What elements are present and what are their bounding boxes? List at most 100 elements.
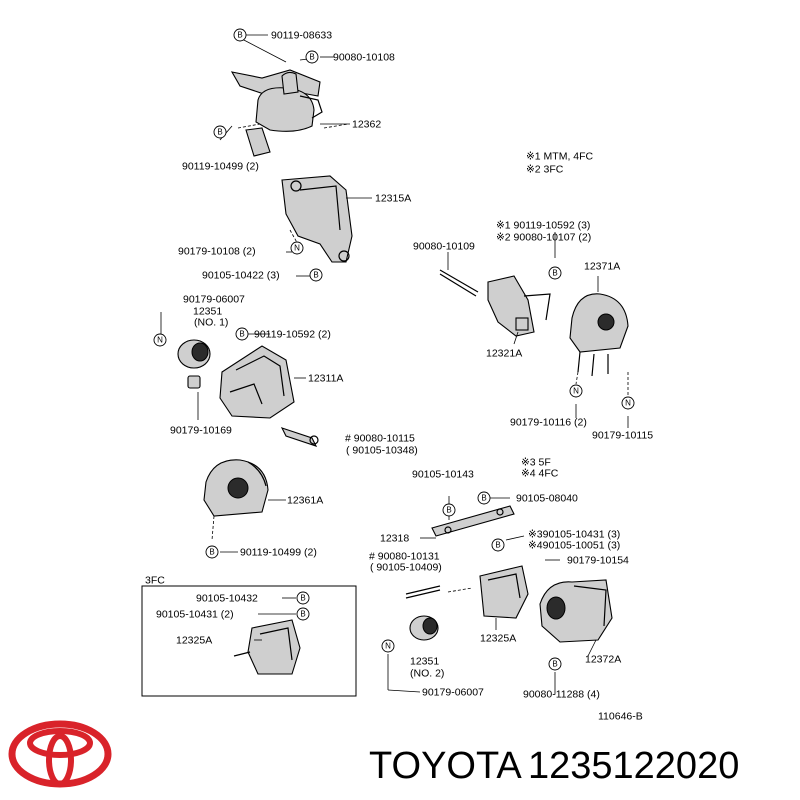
part-label: 90179-10115 <box>592 430 653 442</box>
b-badge: B <box>296 607 310 621</box>
part-label: 12325A <box>480 633 516 645</box>
part-label: # 90080-10131 <box>369 551 440 563</box>
fastener-badges: B B B N B N B B B N N B B B B B N B <box>153 28 635 671</box>
part-label: ※1 90119-10592 (3) <box>496 220 590 232</box>
part-label: 12321A <box>486 348 522 360</box>
part-12315a-bracket <box>281 175 353 263</box>
part-label: 90179-10116 (2) <box>510 417 587 429</box>
part-12318-stay <box>431 505 515 537</box>
part-label: 90080-11288 (4) <box>523 689 600 701</box>
part-12311a-bracket <box>219 345 319 447</box>
part-label: 12318 <box>380 533 409 545</box>
svg-text:N: N <box>573 387 579 396</box>
inset-title: 3FC <box>145 575 165 587</box>
n-badge: N <box>569 384 583 398</box>
part-label: 12372A <box>585 654 621 666</box>
part-number: 1235122020 <box>528 745 739 787</box>
part-label: ( 90105-10348) <box>346 445 418 457</box>
svg-text:B: B <box>209 548 214 557</box>
b-badge: B <box>233 28 247 42</box>
part-label: 90105-10422 (3) <box>202 270 280 282</box>
part-label: 12325A <box>176 635 212 647</box>
b-badge: B <box>296 591 310 605</box>
part-12351-bushing-no1 <box>177 339 211 389</box>
part-label: 90179-10154 <box>567 555 629 567</box>
b-badge: B <box>477 491 491 505</box>
b-badge: B <box>309 268 323 282</box>
diagram-code: 110646-B <box>598 711 643 723</box>
footnote: ※1 MTM, 4FC <box>526 151 594 163</box>
part-label: 12351 <box>193 306 222 318</box>
svg-text:B: B <box>552 660 557 669</box>
part-label: (NO. 1) <box>194 317 228 329</box>
b-badge: B <box>205 545 219 559</box>
svg-text:B: B <box>300 594 305 603</box>
part-label: (NO. 2) <box>410 668 444 680</box>
part-label: ※390105-10431 (3) <box>528 529 620 541</box>
footnote: ※2 3FC <box>526 164 564 176</box>
svg-text:B: B <box>481 494 486 503</box>
brand-name: TOYOTA <box>369 745 522 787</box>
svg-text:N: N <box>294 244 300 253</box>
part-12325a-bracket <box>405 565 529 641</box>
n-badge: N <box>153 333 167 347</box>
svg-text:B: B <box>552 269 557 278</box>
part-label: 12371A <box>584 261 620 273</box>
svg-text:B: B <box>300 610 305 619</box>
part-label: 90179-06007 <box>183 294 245 306</box>
part-label: 90119-08633 <box>271 30 332 42</box>
part-12372a-mount <box>539 579 613 643</box>
part-label: 90119-10592 (2) <box>254 329 331 341</box>
svg-text:B: B <box>313 271 318 280</box>
part-label: 12361A <box>287 495 323 507</box>
part-3fc-12325a-bracket <box>233 619 301 675</box>
inset-3fc-box <box>141 585 357 697</box>
part-label: 90179-10108 (2) <box>178 246 256 258</box>
part-label: 90105-10431 (2) <box>156 609 234 621</box>
part-label: 90119-10499 (2) <box>182 161 259 173</box>
part-label: 90105-10432 <box>196 593 258 605</box>
footnote: ※3 5F <box>521 457 551 469</box>
svg-text:N: N <box>385 642 391 651</box>
b-badge: B <box>305 50 319 64</box>
part-label: 12311A <box>308 373 343 385</box>
part-label: 12351 <box>410 656 439 668</box>
part-label: 12362 <box>352 119 381 131</box>
part-label: 90179-10169 <box>170 425 232 437</box>
svg-text:B: B <box>237 31 242 40</box>
n-badge: N <box>621 396 635 410</box>
b-badge: B <box>548 266 562 280</box>
part-label: 90179-06007 <box>422 687 484 699</box>
svg-text:N: N <box>625 399 631 408</box>
part-label: # 90080-10115 <box>345 433 415 445</box>
part-12371a-mount <box>569 293 629 396</box>
svg-text:B: B <box>217 128 222 137</box>
n-badge: N <box>381 639 395 653</box>
part-label: 90105-10143 <box>412 469 474 481</box>
b-badge: B <box>548 657 562 671</box>
part-label: ( 90105-10409) <box>370 562 442 574</box>
part-label: 90080-10108 <box>333 52 395 64</box>
part-12361a-mount <box>203 459 269 541</box>
svg-text:B: B <box>309 53 314 62</box>
part-label: 90105-08040 <box>516 493 578 505</box>
svg-text:B: B <box>495 541 500 550</box>
toyota-logo-icon <box>8 720 112 788</box>
b-badge: B <box>491 538 505 552</box>
svg-text:B: B <box>446 506 451 515</box>
part-label: ※2 90080-10107 (2) <box>496 232 591 244</box>
b-badge: B <box>442 503 456 517</box>
part-label: ※490105-10051 (3) <box>528 540 620 552</box>
part-12362-mount <box>230 69 349 157</box>
svg-text:N: N <box>157 336 163 345</box>
svg-text:B: B <box>239 330 244 339</box>
part-labels: 90119-08633 90080-10108 12362 90119-1049… <box>145 30 653 723</box>
part-label: 90119-10499 (2) <box>240 547 317 559</box>
part-12321a-bracket <box>439 269 551 337</box>
b-badge: B <box>213 125 227 139</box>
b-badge: B <box>235 327 249 341</box>
n-badge: N <box>290 241 304 255</box>
footnote: ※4 4FC <box>521 468 559 480</box>
part-label: 90080-10109 <box>413 241 475 253</box>
